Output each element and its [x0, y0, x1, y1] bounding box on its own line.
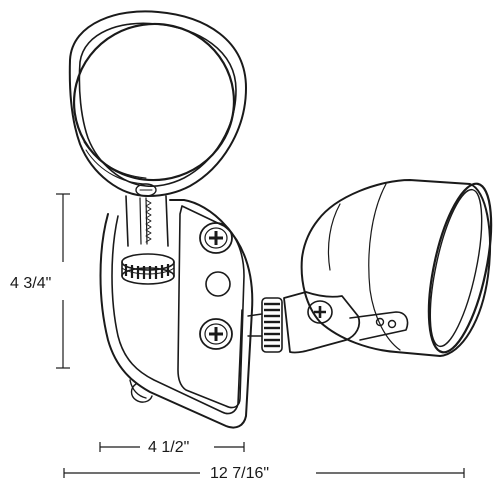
left-lamp-head	[68, 10, 247, 197]
left-swivel-stem	[121, 195, 175, 285]
knockout-hole	[205, 271, 231, 297]
height-label: 4 3/4"	[10, 275, 51, 292]
mounting-base	[99, 199, 254, 429]
height-dimension: 4 3/4"	[10, 193, 70, 369]
overall-width-label: 12 7/16"	[210, 465, 269, 482]
top-screw	[199, 222, 233, 254]
base-width-label: 4 1/2"	[148, 439, 189, 456]
base-width-dimension: 4 1/2"	[99, 439, 245, 456]
overall-width-dimension: 12 7/16"	[63, 465, 465, 482]
right-lamp-head	[247, 179, 493, 357]
right-lock-ring	[261, 297, 283, 353]
bottom-screw	[199, 318, 233, 350]
